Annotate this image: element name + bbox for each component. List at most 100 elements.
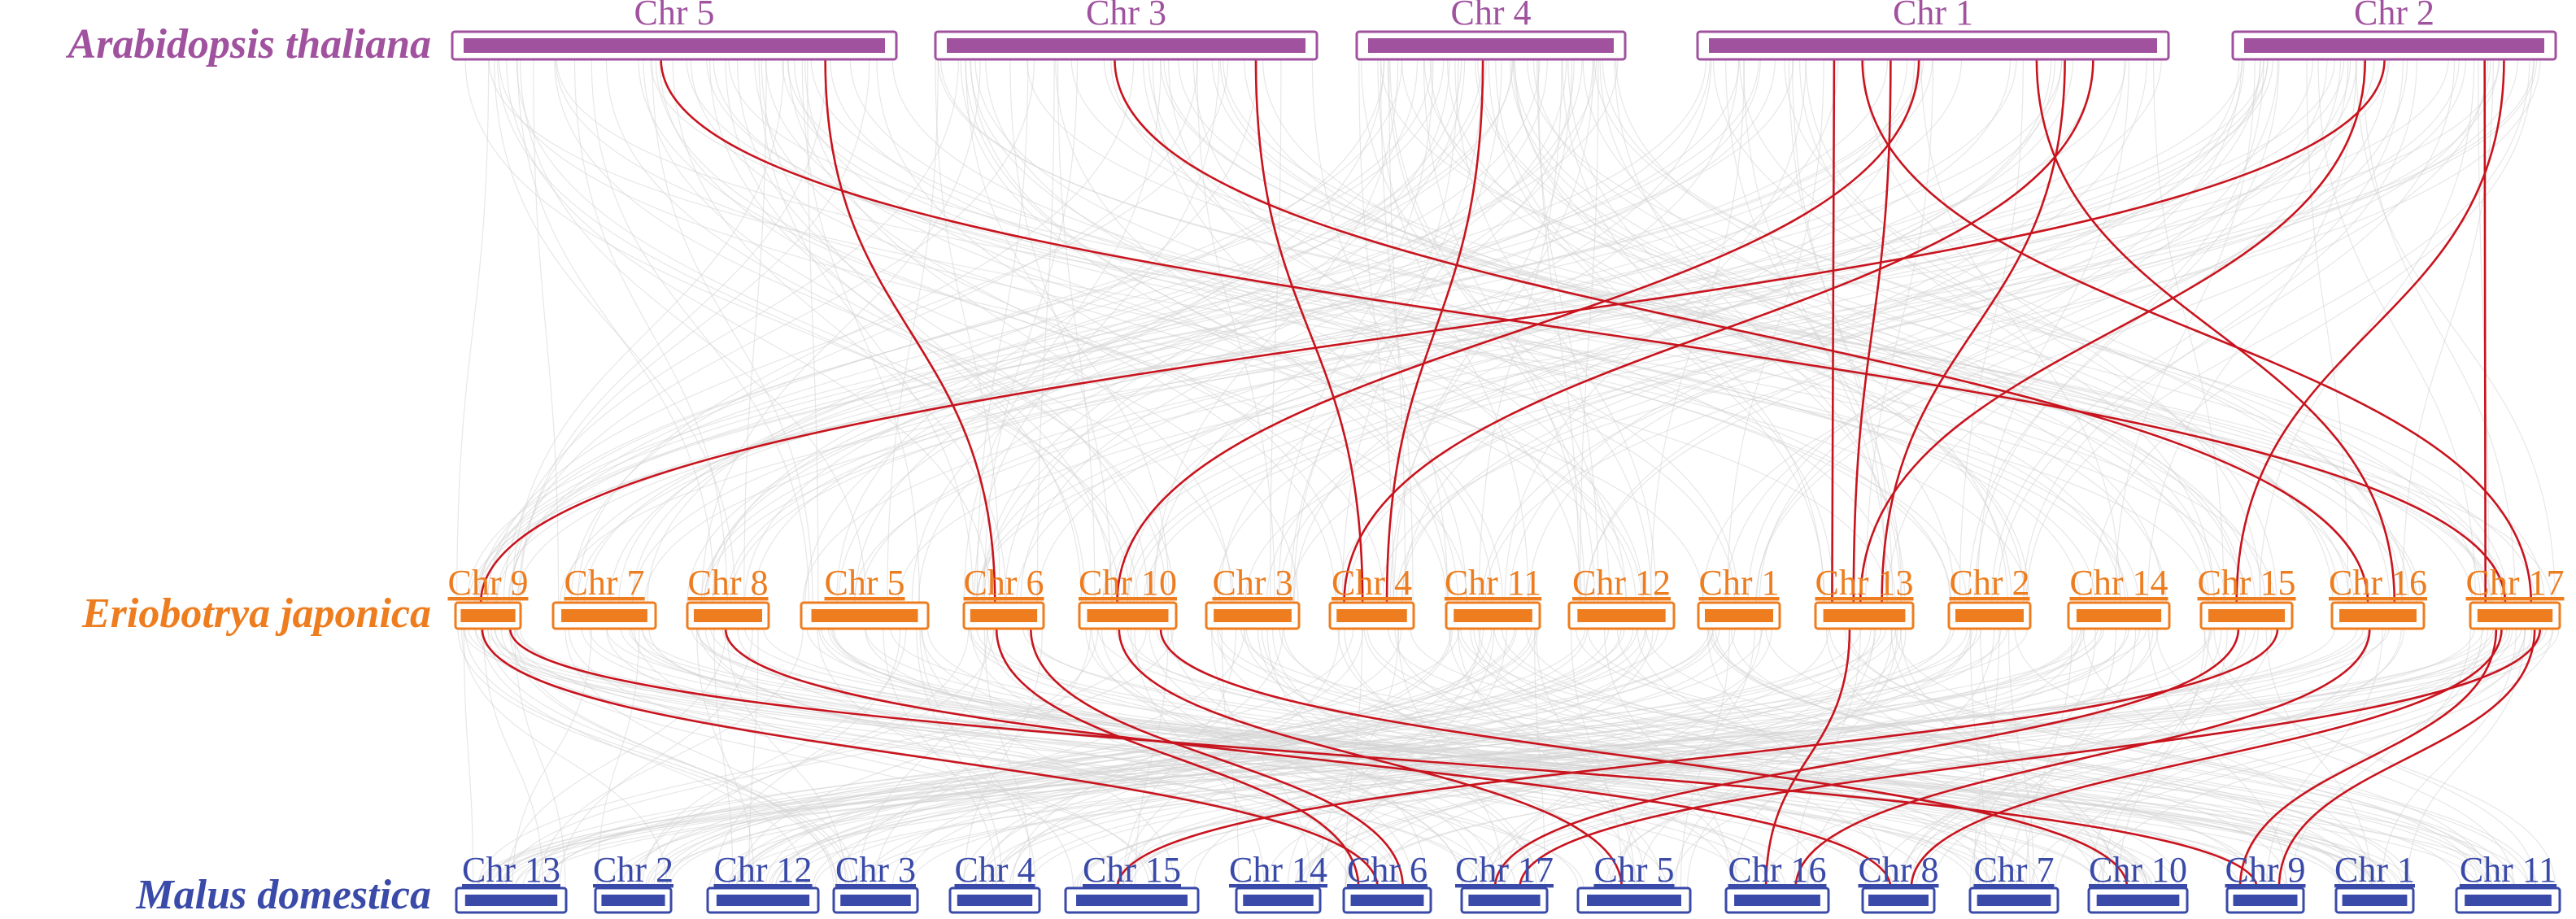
highlight-link: [1114, 59, 2369, 603]
background-link: [1380, 59, 2503, 603]
background-link: [810, 59, 2275, 603]
background-link: [1057, 59, 1096, 603]
background-link: [519, 59, 867, 603]
background-link: [1794, 628, 1862, 889]
chromosome-bar-eriobotrya-chr-12: [1577, 609, 1666, 622]
background-link: [632, 59, 2063, 603]
chromosome-bar-malus-chr-10: [2096, 895, 2180, 906]
background-link: [827, 628, 1974, 889]
background-link: [911, 59, 1385, 603]
chromosome-bar-arabidopsis-chr-4: [1368, 38, 1614, 53]
background-link: [2014, 628, 2492, 889]
background-link: [467, 59, 1707, 603]
background-link: [1672, 628, 2154, 889]
background-link: [581, 628, 1816, 889]
background-link: [1477, 59, 2242, 603]
background-link: [849, 59, 2096, 603]
highlight-link: [508, 628, 2258, 889]
background-link: [641, 628, 2517, 889]
background-link: [736, 59, 1149, 603]
background-link: [1266, 628, 1427, 889]
background-link: [1388, 628, 2265, 889]
background-link: [1493, 628, 2351, 889]
background-link: [1133, 59, 2460, 603]
chromosome-label-arabidopsis-chr-4: Chr 4: [1451, 0, 1532, 33]
background-link: [909, 628, 2103, 889]
background-link: [891, 628, 1402, 889]
background-link: [1240, 628, 2530, 889]
background-link: [854, 59, 1419, 603]
background-link: [2265, 628, 2372, 889]
background-link: [1527, 59, 2545, 603]
species-label-malus: Malus domestica: [135, 872, 431, 918]
chromosome-bar-malus-chr-7: [1977, 895, 2051, 906]
background-link: [606, 628, 2379, 889]
background-link: [1178, 59, 2421, 603]
highlight-link: [1859, 59, 2367, 603]
background-link: [703, 59, 2269, 603]
highlight-link: [1910, 628, 2503, 889]
background-link: [975, 628, 1951, 889]
background-link: [1079, 628, 2369, 889]
chromosome-bar-malus-chr-8: [1868, 895, 1929, 906]
background-link: [464, 59, 1139, 603]
background-link: [628, 628, 1460, 889]
background-link: [1216, 628, 1612, 889]
background-link: [975, 59, 2538, 603]
chromosome-bar-eriobotrya-chr-8: [694, 609, 762, 622]
highlight-link: [1852, 59, 1892, 603]
background-link: [570, 59, 1198, 603]
background-link: [704, 628, 1350, 889]
chromosome-bar-arabidopsis-chr-1: [1709, 38, 2157, 53]
background-link: [1266, 59, 2055, 603]
highlight-link: [1861, 59, 2533, 603]
background-link: [503, 628, 1175, 889]
highlight-link: [2277, 628, 2536, 889]
background-link: [1388, 59, 1406, 603]
background-link: [1387, 59, 1596, 603]
background-link: [743, 59, 767, 603]
background-link: [463, 628, 474, 889]
chromosome-bar-eriobotrya-chr-17: [2477, 609, 2553, 622]
background-link: [706, 59, 2129, 603]
chromosome-bar-eriobotrya-chr-6: [970, 609, 1038, 622]
background-link: [1482, 59, 2245, 603]
chromosome-label-eriobotrya-chr-4: Chr 4: [1332, 563, 1412, 603]
background-link: [577, 59, 1933, 603]
background-link: [793, 59, 1637, 603]
background-link: [992, 628, 1658, 889]
chromosome-label-eriobotrya-chr-8: Chr 8: [688, 563, 769, 603]
chromosome-bar-malus-chr-15: [1076, 895, 1188, 906]
background-link: [1389, 59, 1594, 603]
background-link: [768, 628, 1897, 889]
background-link: [1289, 59, 2466, 603]
background-link: [1587, 628, 2504, 889]
background-link: [970, 59, 1493, 603]
background-link: [2259, 59, 2475, 603]
background-link: [2362, 59, 2516, 603]
chromosome-bar-malus-chr-2: [601, 895, 665, 906]
background-link: [963, 59, 1162, 603]
background-link: [727, 628, 1517, 889]
chromosome-label-malus-chr-10: Chr 10: [2089, 850, 2187, 890]
species-label-eriobotrya: Eriobotrya japonica: [81, 590, 431, 637]
background-link: [1356, 628, 2560, 889]
highlight-link: [1116, 59, 1920, 603]
background-link: [1270, 59, 1282, 603]
chromosome-bar-malus-chr-17: [1468, 895, 1541, 906]
background-link: [1148, 59, 1896, 603]
highlight-link: [1794, 628, 2371, 889]
background-link: [638, 59, 1468, 603]
background-link: [1585, 59, 2261, 603]
background-link: [1996, 59, 2456, 603]
chromosome-bar-malus-chr-9: [2233, 895, 2298, 906]
background-link: [835, 59, 1258, 603]
background-link: [1784, 59, 2402, 603]
highlight-link: [2235, 59, 2505, 603]
background-link: [1747, 59, 2243, 603]
background-link: [737, 628, 1493, 889]
background-link: [1686, 628, 1893, 889]
background-link: [1312, 628, 1654, 889]
background-link: [1036, 59, 1055, 603]
